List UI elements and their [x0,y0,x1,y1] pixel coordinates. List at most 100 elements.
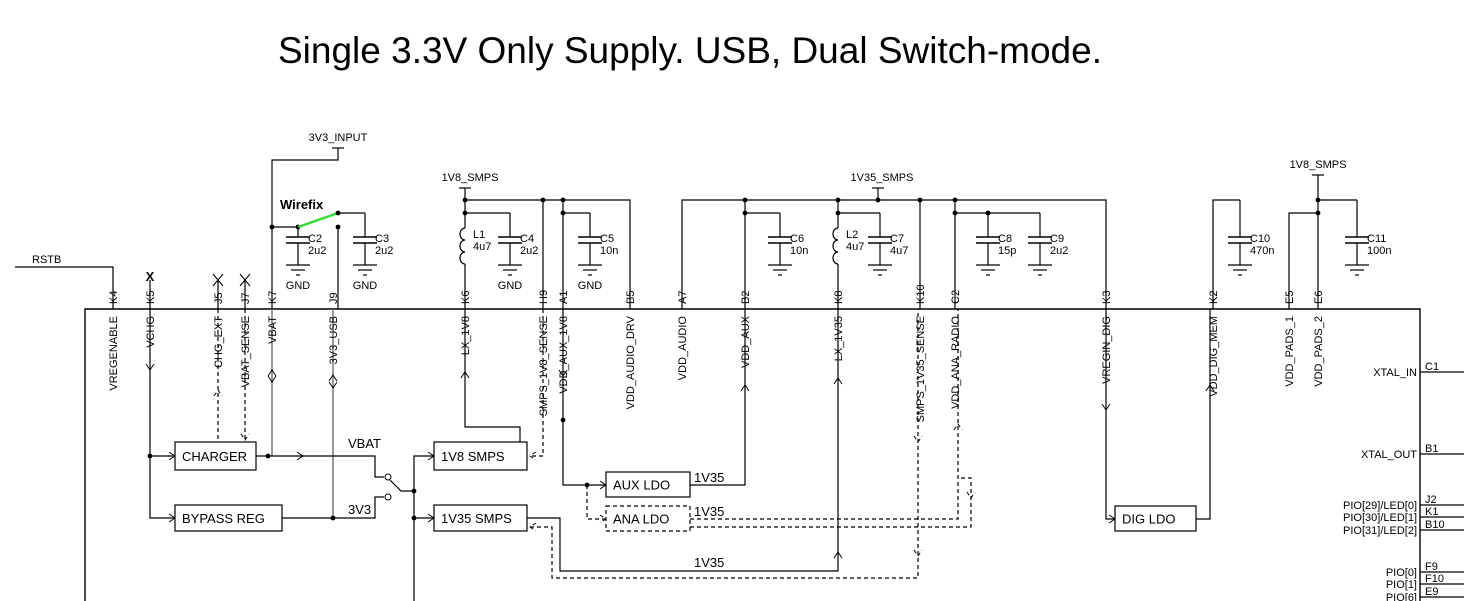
ana-ldo-block [605,505,691,532]
pin-signal-name: VDD_PADS_2 [1313,316,1325,387]
wire-label-vbat: VBAT [348,436,381,451]
cap-ref: C8 [998,233,1012,245]
arrow-icon [267,375,277,383]
cap-value: 15p [998,245,1016,257]
inductor-ref: L1 [473,229,485,241]
pin-number: J5 [213,292,225,304]
cap-ref: C6 [790,233,804,245]
arrow-icon [558,369,568,377]
cap-ref: C9 [1050,233,1064,245]
pin-number: K3 [1101,291,1113,304]
pin-number: K6 [460,291,472,304]
arrow-icon [145,363,155,371]
inductor-value: 4u7 [846,241,864,253]
wire [1212,199,1240,309]
arrow-icon [460,371,470,379]
switch-contact [384,473,392,481]
pin-number: K4 [108,291,120,304]
cap-value: 2u2 [375,245,393,257]
pin-signal-name: XTAL_OUT [1361,449,1417,461]
net-label: 3V3_INPUT [309,132,368,144]
pin-signal-name: LX_1V35 [833,316,845,361]
cap-value: 100n [1367,245,1391,257]
junction-dot [1315,210,1321,216]
pin-number: C1 [1425,361,1439,373]
smps-1v35-block-label: 1V35 SMPS [441,511,512,526]
junction-dot [265,453,271,459]
gnd-label: GND [353,280,378,292]
cap-ref: C10 [1250,233,1270,245]
arrow-icon [328,374,338,382]
pin-number: J9 [328,292,340,304]
pin-signal-name: CHG_EXT [213,316,225,368]
cap-ref: C5 [600,233,614,245]
inductor-icon [459,227,466,265]
switch-icon [389,479,414,492]
pin-signal-name: VREGENABLE [108,316,120,391]
pin-number: A7 [677,291,689,304]
charger-block-label: CHARGER [182,449,247,464]
smps-1v35-block [433,504,528,532]
arrow-icon [913,435,923,443]
arrow-icon [1205,384,1215,392]
pin-signal-name: PIO[6] [1386,592,1417,601]
pin-signal-name: VDD_PADS_1 [1284,316,1296,387]
wire [837,200,880,214]
wire [464,200,510,214]
no-connect-icon [212,273,224,287]
cap-value: 10n [790,245,808,257]
junction-dot [330,515,336,521]
bypass-reg-block-label: BYPASS REG [182,511,265,526]
cap-value: 2u2 [1050,245,1068,257]
wirefix-wire [297,211,339,229]
pin-number: K7 [267,291,279,304]
bypass-reg-block [174,504,283,532]
wire [690,309,959,520]
junction-dot [335,210,341,216]
wire-label-aux-out: 1V35 [694,470,724,485]
wire [1196,309,1211,520]
arrow-icon [328,381,338,389]
wire [256,455,384,478]
pin-signal-name: PIO[29]/LED[0] [1343,500,1417,512]
smps-1v8-block-label: 1V8 SMPS [441,449,505,464]
wire [15,266,114,309]
pin-number: A1 [558,291,570,304]
dig-ldo-block-label: DIG LDO [1122,512,1175,527]
pin-signal-name: VBAT [267,316,279,344]
pin-signal-name: VDD_ANA_RADIO [950,316,962,409]
wire [1288,212,1318,309]
inductor-ref: L2 [846,229,858,241]
wire [464,188,631,309]
pin-signal-name: VDD_DIG_MEM [1208,316,1220,397]
arrow-icon [213,389,223,397]
arrow-icon [833,551,843,559]
arrow-icon [267,369,277,377]
net-label: 1V8_SMPS [442,172,499,184]
gnd-label: GND [578,280,603,292]
dig-ldo-block [1114,505,1197,532]
arrow-icon [833,377,843,385]
smps-1v8-block [433,441,528,471]
junction-dot [875,197,881,203]
pin-signal-name: SMPS_1V8_SENSE [538,316,550,416]
cap-value: 10n [600,245,618,257]
charger-block [174,441,257,471]
pin-number: B2 [740,291,752,304]
wire [149,309,175,519]
pin-signal-name: PIO[31]/LED[2] [1343,525,1417,537]
gnd-label: GND [498,280,523,292]
wire [1105,309,1115,520]
no-connect-icon [239,273,251,287]
wire [690,309,746,486]
ana-ldo-block-label: ANA LDO [613,512,669,527]
pin-number: E6 [1313,291,1325,304]
junction-dot [335,224,341,230]
pin-number: B1 [1425,443,1438,455]
junction-dot [742,210,748,216]
pin-signal-name: XTAL_IN [1373,367,1417,379]
pin-signal-name: LX_1V8 [460,316,472,355]
pin-signal-name: VDD_AUX_1V8 [558,316,570,394]
net-label-rstb: RSTB [32,254,61,266]
schematic-title: Single 3.3V Only Supply. USB, Dual Switc… [278,30,1102,71]
